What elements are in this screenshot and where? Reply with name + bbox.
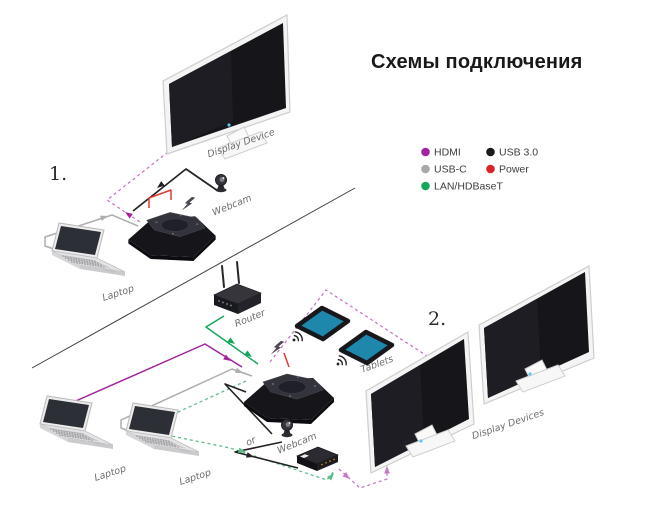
legend-label-usb3: USB 3.0: [499, 147, 538, 159]
receiver-switch: [296, 446, 339, 471]
wifi-icon-2: [332, 353, 349, 370]
laptop-b: [125, 402, 200, 457]
power-bolt-icon-2: [270, 339, 285, 358]
power-line-2: [283, 352, 290, 368]
usb3-line-device-webcam: [224, 383, 273, 435]
diagram-2-number: 2.: [428, 308, 446, 330]
lan-line-router: [205, 315, 259, 365]
display-device-1: [162, 14, 291, 160]
webcam-1: [215, 174, 227, 193]
laptop-1-label: Laptop: [101, 283, 136, 304]
hdmi-dashed-arrow-b: [384, 466, 390, 474]
legend-label-lan: LAN/HDBaseT: [434, 181, 503, 193]
usbc-arrow-2: [234, 367, 245, 376]
power-line-1: [148, 189, 172, 208]
display-led: [227, 123, 231, 127]
legend: HDMI USB 3.0 USB-C Power LAN/HDBaseT: [421, 147, 538, 193]
usbc-line-1: [44, 214, 139, 251]
collaboration-hub-2: [243, 373, 335, 425]
laptop-a: [39, 395, 114, 450]
laptop-a-label: Laptop: [93, 463, 128, 484]
legend-dot-lan: [421, 181, 430, 191]
legend-label-hdmi: HDMI: [434, 147, 461, 159]
tablets: [288, 305, 395, 370]
laptop-b-label: Laptop: [178, 467, 213, 488]
legend-label-power: Power: [499, 164, 529, 176]
section-divider: [31, 187, 356, 369]
router: [213, 261, 262, 314]
legend-dot-power: [486, 164, 495, 174]
or-label: or: [244, 434, 258, 449]
legend-dot-hdmi: [421, 147, 430, 157]
diagram-2: 2.: [39, 261, 595, 489]
tablet-1: [294, 305, 351, 342]
usb3-line-1: [132, 168, 219, 212]
diagram-1: 1. Display Device Webcam: [44, 14, 291, 304]
webcam-1-label: Webcam: [211, 193, 254, 219]
hdmi-wireless-loop: [269, 289, 428, 363]
power-bolt-icon: [181, 195, 196, 214]
wifi-icon-1: [288, 329, 305, 346]
display-devices: [365, 265, 595, 474]
usb3-line-webcam-switch: [234, 441, 299, 469]
laptop-1: [51, 222, 126, 277]
legend-label-usbc: USB-C: [434, 164, 467, 176]
webcam-2: [281, 419, 293, 438]
router-antenna-2: [236, 261, 240, 284]
diagram-1-number: 1.: [49, 163, 67, 185]
page-title: Схемы подключения: [371, 51, 583, 73]
tablet-2: [338, 329, 395, 366]
display-devices-label: Display Devices: [471, 407, 546, 442]
hdmi-arrow-1: [123, 209, 133, 219]
collaboration-hub-1: [127, 211, 217, 262]
legend-dot-usb3: [486, 147, 495, 157]
legend-dot-usbc: [421, 164, 430, 174]
router-antenna-1: [221, 265, 225, 288]
